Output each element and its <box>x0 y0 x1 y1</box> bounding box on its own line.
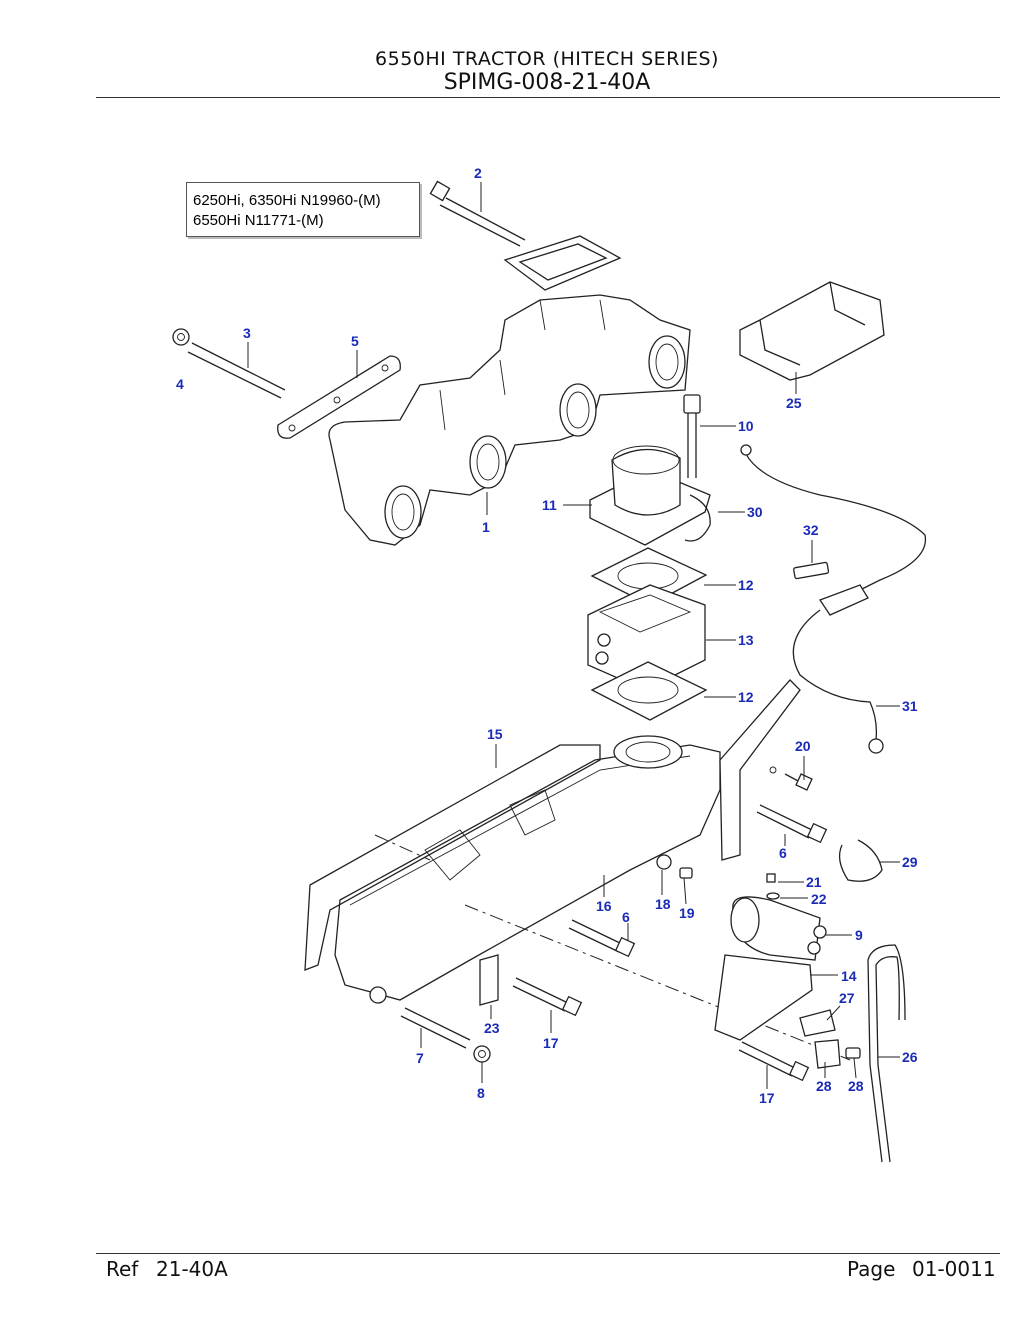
leader-lines <box>247 182 900 1089</box>
callout-24: 25 <box>786 395 802 411</box>
bolt-28-drawing <box>845 1047 861 1059</box>
ref-value: 21-40A <box>156 1257 228 1281</box>
flange-11-drawing <box>589 445 711 546</box>
callout-15: 16 <box>596 898 612 914</box>
plate-5-drawing <box>277 355 401 439</box>
callout-6-lower: 6 <box>622 909 630 925</box>
ref-label: Ref <box>106 1257 139 1281</box>
diagram-code: SPIMG-008-21-40A <box>443 70 651 95</box>
callout-32: 32 <box>803 522 819 538</box>
serial-note-box: 6250Hi, 6350Hi N19960-(M) 6550Hi N11771-… <box>186 182 420 237</box>
callout-18: 18 <box>655 896 671 912</box>
cable-31-drawing <box>740 444 927 754</box>
centerline-dash <box>464 904 851 1061</box>
callout-10: 10 <box>738 418 754 434</box>
callout-29: 29 <box>902 854 918 870</box>
callout-8: 8 <box>477 1085 485 1101</box>
heater-13-drawing <box>587 584 706 691</box>
solenoid-9-drawing <box>730 896 827 961</box>
stud-3-drawing <box>172 328 286 399</box>
callout-9: 9 <box>855 927 863 943</box>
serial-note-line-2: 6550Hi N11771-(M) <box>193 212 324 229</box>
inlet-manifold-drawing <box>334 735 721 1004</box>
clip-27-drawing <box>814 1039 841 1069</box>
callout-17-lower: 17 <box>759 1090 775 1106</box>
callout-4: 4 <box>176 376 184 392</box>
bolt-10-drawing <box>683 394 701 478</box>
clip-26-drawing <box>799 1009 836 1037</box>
washer-18-drawing <box>656 854 672 870</box>
bolt-6-lower-drawing <box>568 919 636 958</box>
callout-22: 22 <box>811 891 827 907</box>
callout-17-middle: 17 <box>543 1035 559 1051</box>
gasket-16-drawing <box>304 744 601 971</box>
callout-30: 30 <box>747 504 763 520</box>
stud-7-drawing <box>400 1007 471 1049</box>
tube-25-drawing <box>867 944 906 1163</box>
callout-27: 28 <box>816 1078 832 1094</box>
fuse-32-drawing <box>793 561 830 580</box>
bolt-17-lower-drawing <box>738 1041 810 1082</box>
callout-31: 31 <box>902 698 918 714</box>
header-rule <box>96 97 1000 98</box>
diagram-title: 6550HI TRACTOR (HITECH SERIES) <box>375 48 719 70</box>
callout-28: 28 <box>848 1078 864 1094</box>
callout-labels: 2 3 4 5 1 25 10 11 30 32 12 13 12 31 20 … <box>176 165 918 1106</box>
page-label: Page <box>847 1257 896 1281</box>
callout-25: 26 <box>902 1049 918 1065</box>
callout-20: 20 <box>795 738 811 754</box>
gasket-12-lower-drawing <box>590 661 708 721</box>
callout-5: 5 <box>351 333 359 349</box>
page-number: 01-0011 <box>912 1257 996 1281</box>
exhaust-manifold-drawing <box>328 235 691 546</box>
bolt-6-upper-drawing <box>756 804 828 844</box>
callout-13: 13 <box>738 632 754 648</box>
bracket-23-drawing <box>479 954 499 1006</box>
bracket-24-drawing <box>739 281 885 381</box>
bolt-17-middle-drawing <box>512 977 583 1017</box>
callout-12-upper: 12 <box>738 577 754 593</box>
bolt-20-drawing <box>769 766 813 791</box>
callout-19: 19 <box>679 905 695 921</box>
harness-30-drawing <box>684 494 711 542</box>
bolt-2-drawing <box>429 180 526 247</box>
washer-22-drawing <box>766 892 780 900</box>
screw-21-drawing <box>766 873 776 883</box>
bracket-14-drawing <box>714 954 813 1041</box>
callout-6-upper: 6 <box>779 845 787 861</box>
cable-29-drawing <box>838 839 883 882</box>
callout-1: 1 <box>482 519 490 535</box>
callout-7: 7 <box>416 1050 424 1066</box>
callout-26: 27 <box>839 990 855 1006</box>
callout-23: 23 <box>484 1020 500 1036</box>
callout-14: 14 <box>841 968 857 984</box>
nut-8-drawing <box>473 1045 491 1063</box>
bracket-arm-drawing <box>719 679 801 861</box>
callout-11: 11 <box>542 497 557 513</box>
bolt-19-drawing <box>679 867 693 879</box>
callout-12-lower: 12 <box>738 689 754 705</box>
callout-2: 2 <box>474 165 482 181</box>
serial-note-line-1: 6250Hi, 6350Hi N19960-(M) <box>193 192 381 209</box>
callout-3: 3 <box>243 325 251 341</box>
callout-21: 21 <box>806 874 822 890</box>
callout-16: 15 <box>487 726 503 742</box>
footer-rule <box>96 1253 1000 1254</box>
